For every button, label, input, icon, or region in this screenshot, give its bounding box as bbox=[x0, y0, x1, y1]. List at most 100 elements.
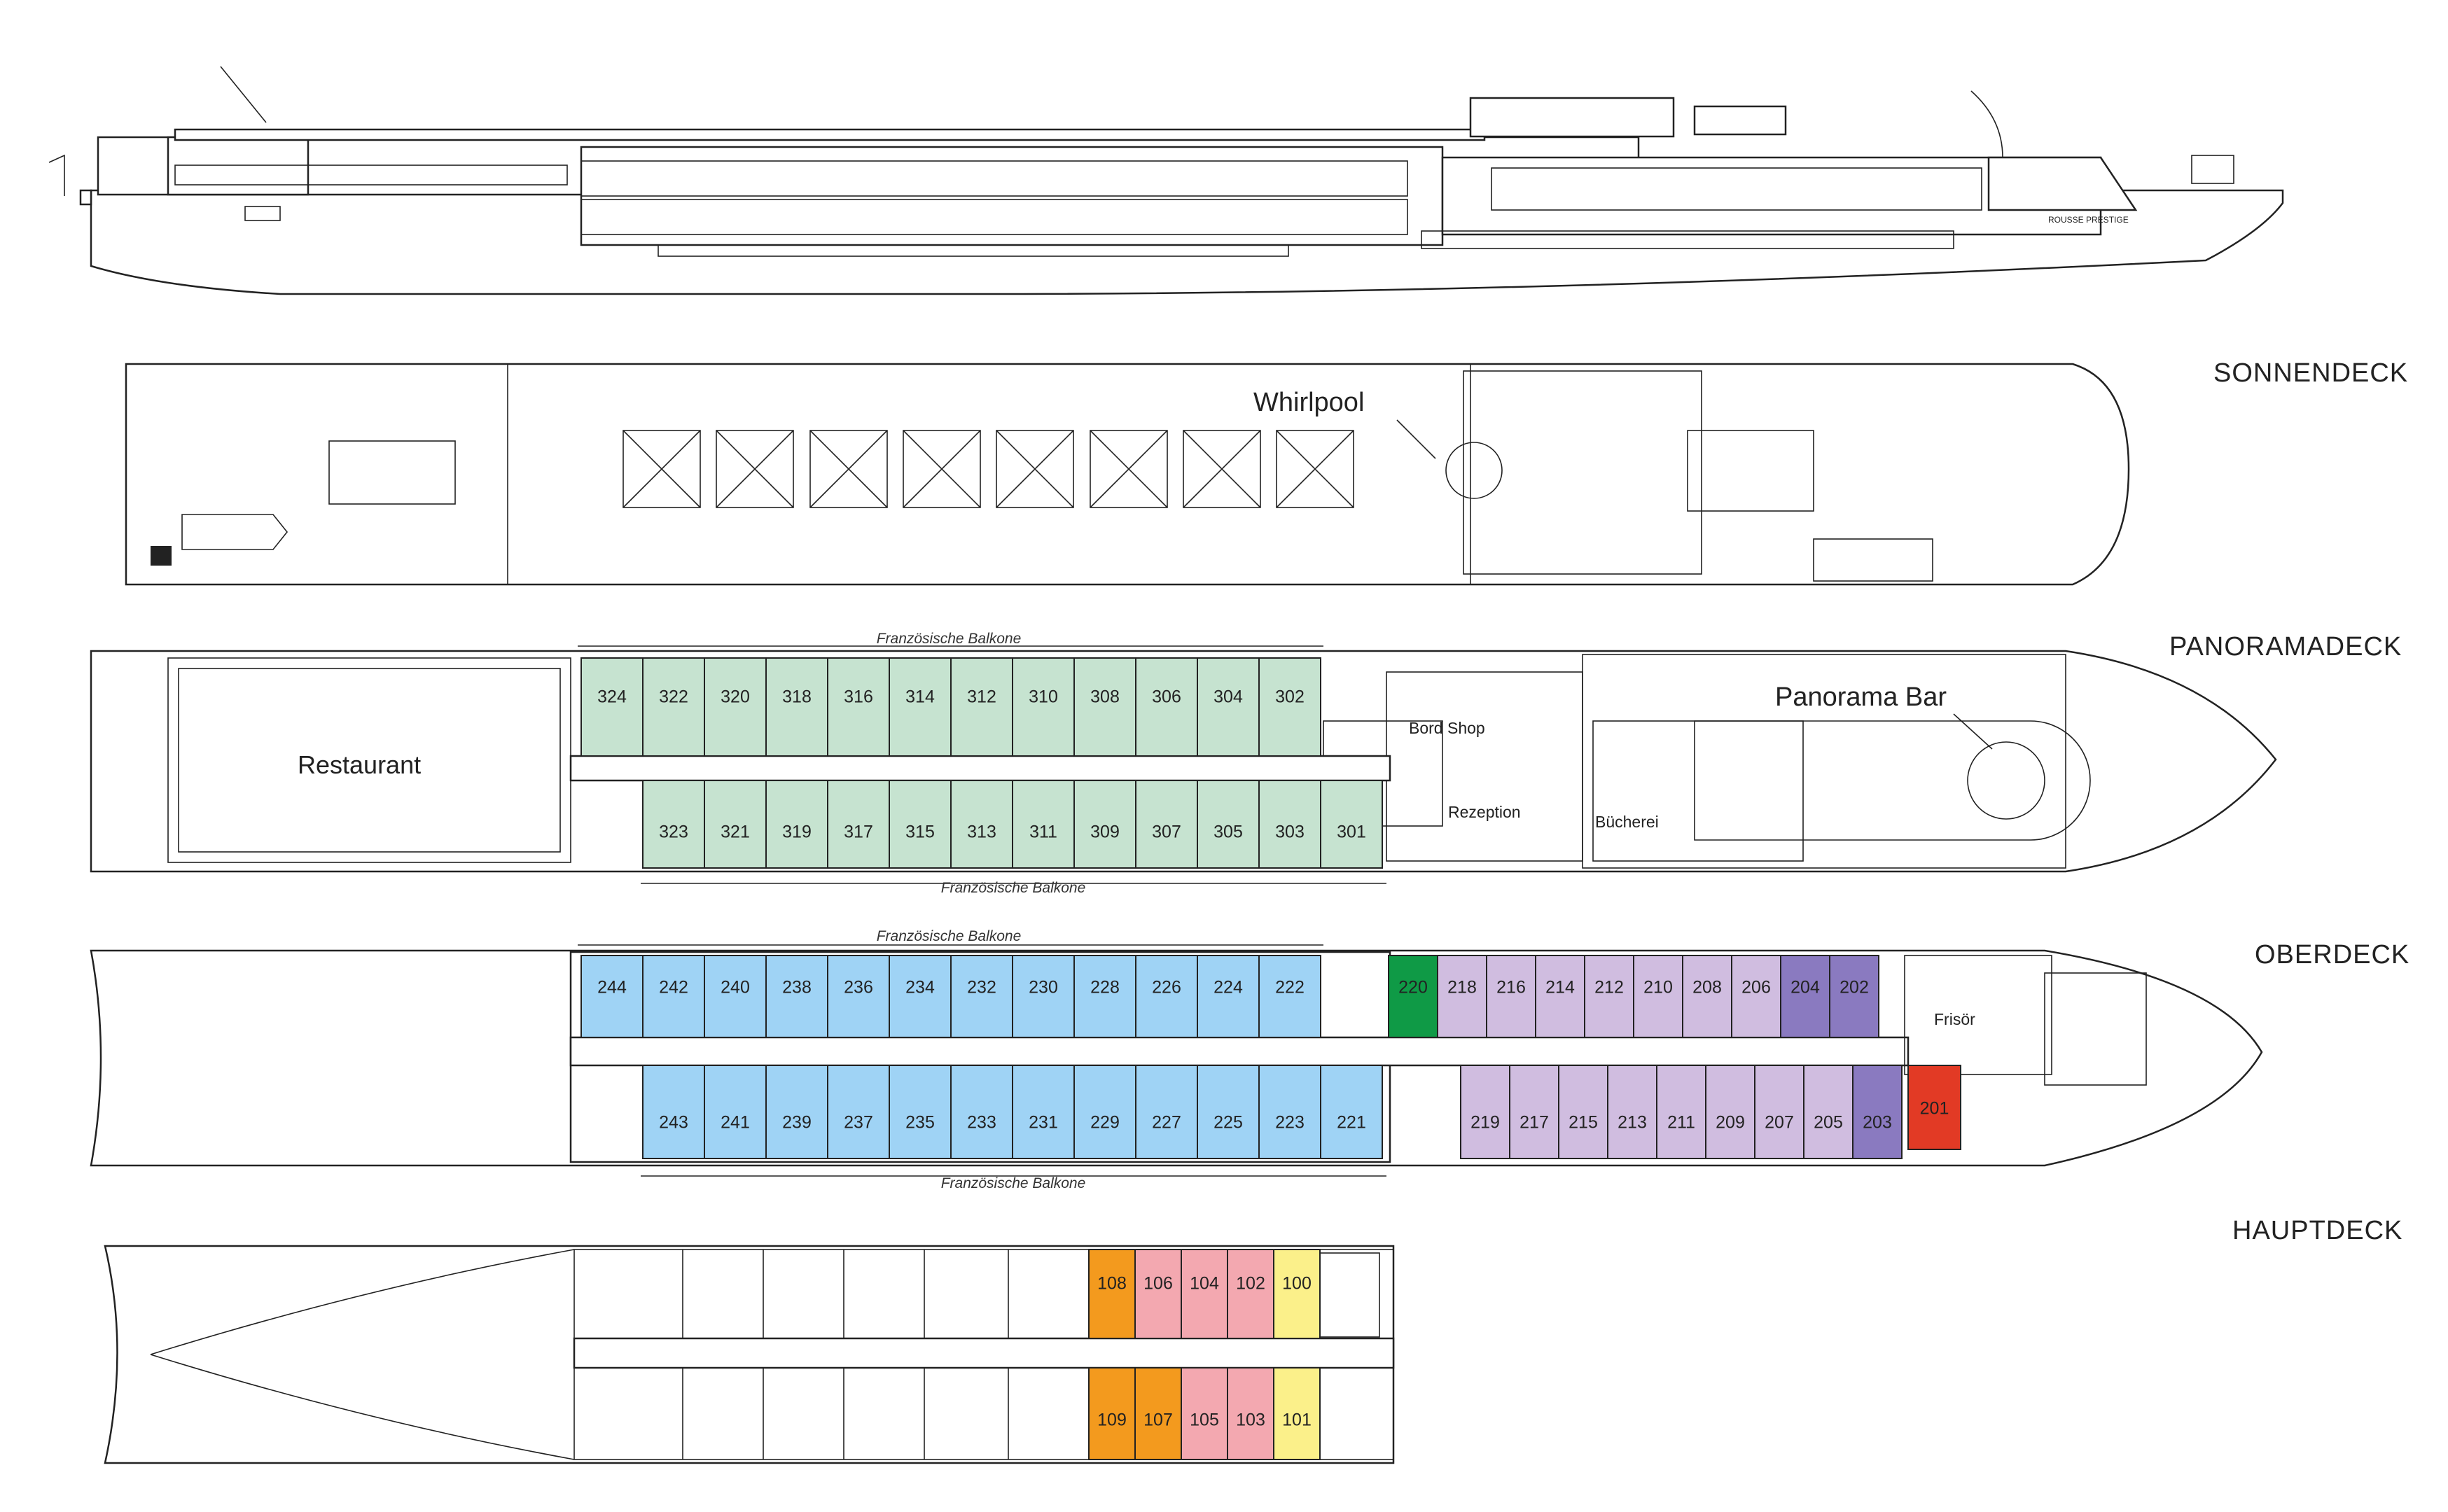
cabin-number-206: 206 bbox=[1741, 978, 1771, 997]
cabin-230[interactable] bbox=[1012, 955, 1075, 1038]
cabin-221[interactable] bbox=[1320, 1065, 1383, 1159]
cabin-303[interactable] bbox=[1258, 780, 1321, 869]
cabin-213[interactable] bbox=[1607, 1065, 1657, 1159]
cabin-236[interactable] bbox=[827, 955, 890, 1038]
cabin-207[interactable] bbox=[1754, 1065, 1804, 1159]
cabin-number-307: 307 bbox=[1152, 822, 1181, 842]
cabin-306[interactable] bbox=[1135, 657, 1198, 757]
cabin-214[interactable] bbox=[1535, 955, 1585, 1038]
cabin-203[interactable] bbox=[1852, 1065, 1903, 1159]
cabin-number-236: 236 bbox=[844, 978, 873, 997]
cabin-205[interactable] bbox=[1803, 1065, 1854, 1159]
cabin-number-211: 211 bbox=[1667, 1113, 1695, 1133]
cabin-239[interactable] bbox=[765, 1065, 828, 1159]
cabin-number-316: 316 bbox=[844, 687, 873, 707]
cabin-number-228: 228 bbox=[1090, 978, 1120, 997]
balkon-label-ober-bottom: Französische Balkone bbox=[941, 1175, 1086, 1191]
sunbeds bbox=[623, 430, 1354, 508]
cabin-number-100: 100 bbox=[1282, 1274, 1312, 1294]
cabin-104[interactable] bbox=[1181, 1249, 1228, 1339]
label-rezeption: Rezeption bbox=[1448, 803, 1521, 821]
cabin-100[interactable] bbox=[1273, 1249, 1321, 1339]
cabin-318[interactable] bbox=[765, 657, 828, 757]
cabin-231[interactable] bbox=[1012, 1065, 1075, 1159]
cabin-235[interactable] bbox=[889, 1065, 952, 1159]
cabin-322[interactable] bbox=[642, 657, 705, 757]
cabin-number-103: 103 bbox=[1236, 1410, 1265, 1430]
cabin-319[interactable] bbox=[765, 780, 828, 869]
cabin-242[interactable] bbox=[642, 955, 705, 1038]
cabin-219[interactable] bbox=[1460, 1065, 1510, 1159]
cabin-223[interactable] bbox=[1258, 1065, 1321, 1159]
cabin-number-107: 107 bbox=[1143, 1410, 1173, 1430]
cabin-number-205: 205 bbox=[1814, 1113, 1843, 1133]
cabin-number-315: 315 bbox=[905, 822, 935, 842]
cabin-209[interactable] bbox=[1705, 1065, 1755, 1159]
cabin-224[interactable] bbox=[1197, 955, 1260, 1038]
cabin-216[interactable] bbox=[1486, 955, 1536, 1038]
cabin-number-210: 210 bbox=[1643, 978, 1673, 997]
cabin-101[interactable] bbox=[1273, 1367, 1321, 1460]
cabin-number-201: 201 bbox=[1920, 1099, 1949, 1119]
cabin-number-310: 310 bbox=[1029, 687, 1058, 707]
cabin-225[interactable] bbox=[1197, 1065, 1260, 1159]
cabin-211[interactable] bbox=[1656, 1065, 1706, 1159]
cabin-320[interactable] bbox=[704, 657, 767, 757]
cabin-number-308: 308 bbox=[1090, 687, 1120, 707]
cabin-312[interactable] bbox=[950, 657, 1013, 757]
cabin-202[interactable] bbox=[1829, 955, 1879, 1038]
cabin-243[interactable] bbox=[642, 1065, 705, 1159]
cabin-228[interactable] bbox=[1073, 955, 1136, 1038]
cabin-204[interactable] bbox=[1780, 955, 1830, 1038]
cabin-number-234: 234 bbox=[905, 978, 935, 997]
cabin-102[interactable] bbox=[1227, 1249, 1274, 1339]
cabin-103[interactable] bbox=[1227, 1367, 1274, 1460]
cabin-229[interactable] bbox=[1073, 1065, 1136, 1159]
cabin-308[interactable] bbox=[1073, 657, 1136, 757]
cabin-244[interactable] bbox=[580, 955, 644, 1038]
cabin-201[interactable] bbox=[1907, 1065, 1961, 1150]
cabin-106[interactable] bbox=[1134, 1249, 1182, 1339]
cabin-number-105: 105 bbox=[1190, 1410, 1219, 1430]
cabin-number-302: 302 bbox=[1275, 687, 1305, 707]
cabin-227[interactable] bbox=[1135, 1065, 1198, 1159]
cabin-237[interactable] bbox=[827, 1065, 890, 1159]
cabin-241[interactable] bbox=[704, 1065, 767, 1159]
cabin-number-238: 238 bbox=[782, 978, 812, 997]
cabin-107[interactable] bbox=[1134, 1367, 1182, 1460]
cabin-222[interactable] bbox=[1258, 955, 1321, 1038]
oberdeck-cabin-201: 201 bbox=[1907, 1065, 1961, 1150]
cabin-240[interactable] bbox=[704, 955, 767, 1038]
cabin-number-241: 241 bbox=[721, 1113, 750, 1133]
cabin-310[interactable] bbox=[1012, 657, 1075, 757]
cabin-301[interactable] bbox=[1320, 780, 1383, 869]
cabin-218[interactable] bbox=[1437, 955, 1487, 1038]
cabin-206[interactable] bbox=[1731, 955, 1781, 1038]
cabin-215[interactable] bbox=[1558, 1065, 1608, 1159]
cabin-number-208: 208 bbox=[1692, 978, 1722, 997]
cabin-234[interactable] bbox=[889, 955, 952, 1038]
cabin-226[interactable] bbox=[1135, 955, 1198, 1038]
cabin-313[interactable] bbox=[950, 780, 1013, 869]
cabin-314[interactable] bbox=[889, 657, 952, 757]
cabin-307[interactable] bbox=[1135, 780, 1198, 869]
cabin-304[interactable] bbox=[1197, 657, 1260, 757]
cabin-number-303: 303 bbox=[1275, 822, 1305, 842]
cabin-105[interactable] bbox=[1181, 1367, 1228, 1460]
cabin-302[interactable] bbox=[1258, 657, 1321, 757]
cabin-108[interactable] bbox=[1088, 1249, 1136, 1339]
cabin-217[interactable] bbox=[1509, 1065, 1559, 1159]
cabin-324[interactable] bbox=[580, 657, 644, 757]
cabin-321[interactable] bbox=[704, 780, 767, 869]
cabin-316[interactable] bbox=[827, 657, 890, 757]
cabin-number-244: 244 bbox=[597, 978, 627, 997]
cabin-number-224: 224 bbox=[1213, 978, 1243, 997]
cabin-309[interactable] bbox=[1073, 780, 1136, 869]
cabin-210[interactable] bbox=[1633, 955, 1683, 1038]
cabin-233[interactable] bbox=[950, 1065, 1013, 1159]
cabin-number-240: 240 bbox=[721, 978, 750, 997]
